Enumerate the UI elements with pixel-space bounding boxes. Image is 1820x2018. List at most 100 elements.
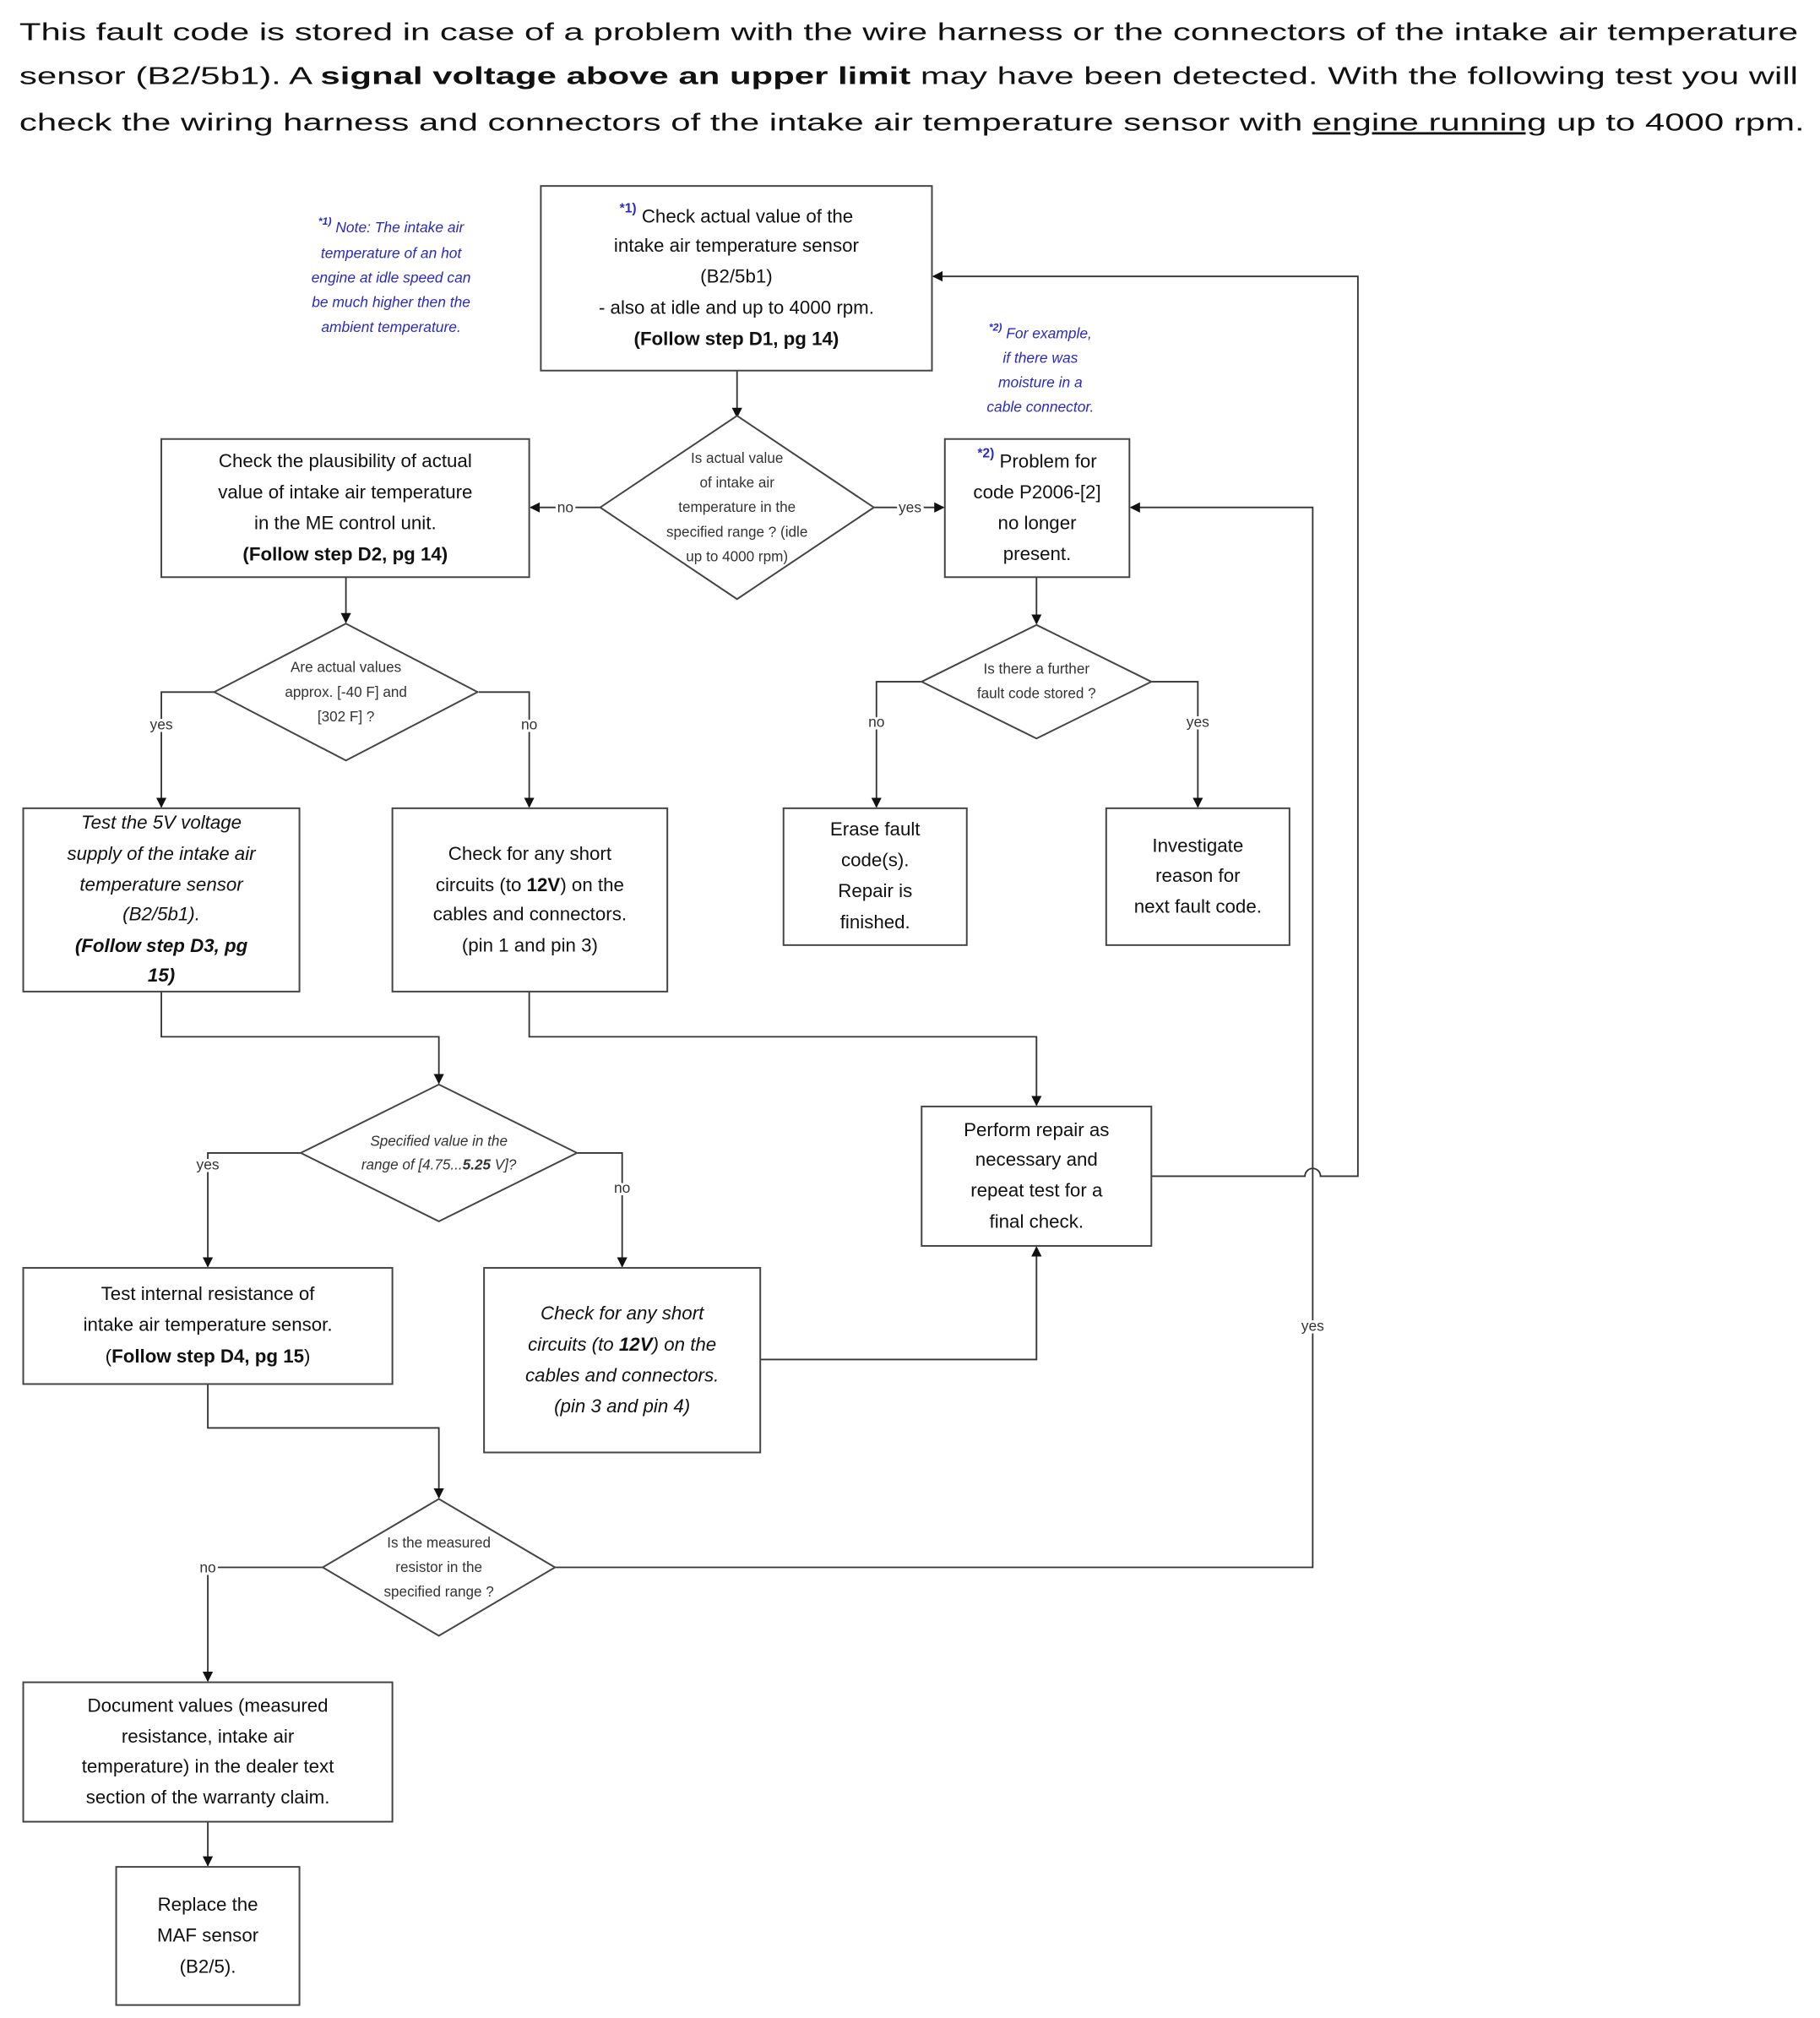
node-text-line: *1) Note: The intake air xyxy=(318,215,465,236)
text-segment: may have been detected. With the followi… xyxy=(910,63,1798,90)
text-segment: 15) xyxy=(148,964,175,985)
box-outline xyxy=(391,807,669,993)
box-outline xyxy=(1105,807,1290,946)
node-text-line: section of the warranty claim. xyxy=(86,1787,330,1808)
box-outline xyxy=(22,1681,394,1823)
node-text-line: approx. [-40 F] and xyxy=(285,684,407,700)
node-text-line: present. xyxy=(1003,543,1072,564)
node-text-line: final check. xyxy=(990,1210,1084,1232)
flowchart-nodes: *1) Check actual value of the intake air … xyxy=(22,185,1290,2006)
branch-label: no xyxy=(199,1559,215,1576)
text-segment: signal voltage above an upper limit xyxy=(320,63,911,90)
node-text-line: Repair is xyxy=(838,880,912,901)
diamond-outline xyxy=(212,623,480,762)
node-text-line: Replace the xyxy=(158,1894,258,1915)
text-segment: This fault code is stored in case of a p… xyxy=(19,19,1798,46)
diamond-outline xyxy=(321,1498,557,1637)
node-text-line: temperature in the xyxy=(678,499,796,515)
node-text-line: *1) Check actual value of the xyxy=(620,201,854,226)
connector-arrow xyxy=(577,1151,627,1268)
text-segment: ) xyxy=(304,1345,310,1366)
node-text-line: range of [4.75...5.25 V]? xyxy=(361,1156,517,1172)
text-segment: *1) xyxy=(318,215,332,227)
node-text-line: (Follow step D3, pg xyxy=(75,934,248,955)
node-text-line: Check for any short xyxy=(448,843,612,864)
text-segment: range of [4.75... xyxy=(361,1156,463,1172)
branch-label: yes xyxy=(149,715,172,732)
node-text-line: Is the measured xyxy=(387,1535,491,1551)
node-text-line: - also at idle and up to 4000 rpm. xyxy=(599,296,874,318)
voltage-range-decision: Specified value in the range of [4.75...5… xyxy=(298,1083,579,1223)
node-text-line: in the ME control unit. xyxy=(254,513,437,534)
intro-line: sensor (B2/5b1). A signal voltage above … xyxy=(19,63,1798,90)
branch-label: no xyxy=(614,1179,630,1196)
branch-label: yes xyxy=(1187,713,1209,730)
node-text-line: no longer xyxy=(998,513,1078,534)
intro-line: This fault code is stored in case of a p… xyxy=(19,19,1798,46)
node-text-line: if there was xyxy=(1002,349,1078,366)
node-text-line: fault code stored ? xyxy=(977,685,1096,701)
text-segment: Problem for xyxy=(994,450,1097,471)
text-segment: circuits (to xyxy=(436,874,527,895)
text-segment: *1) xyxy=(620,201,637,215)
text-segment: 12V xyxy=(527,874,561,895)
text-segment: sensor (B2/5b1). A xyxy=(19,63,320,90)
connector-arrow xyxy=(871,681,922,808)
connector-arrow xyxy=(207,1384,444,1499)
connector-arrow xyxy=(555,502,1314,1569)
node-text-line: (pin 1 and pin 3) xyxy=(462,934,598,955)
node-text-line: cable connector. xyxy=(986,399,1094,416)
node-text-line: temperature) in the dealer text xyxy=(82,1755,334,1776)
node-text-line: (Follow step D4, pg 15) xyxy=(106,1345,311,1366)
branch-label: no xyxy=(557,499,573,516)
text-segment: For example, xyxy=(1002,324,1091,341)
node-text-line: Test the 5V voltage xyxy=(81,812,242,833)
diamond-outline xyxy=(920,623,1154,740)
check-short-pin1-pin3-box: Check for any short circuits (to 12V) on … xyxy=(391,807,669,993)
node-text-line: Specified value in the xyxy=(370,1134,508,1150)
node-text-line: intake air temperature sensor. xyxy=(84,1314,333,1335)
node-text-line: finished. xyxy=(840,911,910,933)
node-text-line: cables and connectors. xyxy=(525,1364,719,1385)
node-text-line: (Follow step D1, pg 14) xyxy=(634,328,839,349)
text-segment: check the wiring harness and connectors … xyxy=(19,109,1312,136)
text-segment: Note: The intake air xyxy=(332,219,465,236)
branch-label: yes xyxy=(899,499,921,516)
text-segment: ) on the xyxy=(560,874,624,895)
node-text-line: Erase fault xyxy=(830,819,921,840)
box-outline xyxy=(160,438,530,579)
node-text-line: Investigate xyxy=(1152,835,1243,857)
node-text-line: circuits (to 12V) on the xyxy=(528,1334,716,1355)
text-segment: up to 4000 rpm. xyxy=(1546,109,1804,136)
box-outline xyxy=(921,1105,1153,1247)
node-text-line: necessary and xyxy=(975,1149,1098,1170)
text-segment: *2) xyxy=(989,321,1002,333)
node-text-line: engine at idle speed can xyxy=(312,269,471,286)
node-text-line: next fault code. xyxy=(1134,895,1262,917)
node-text-line: specified range ? (idle xyxy=(666,524,807,540)
text-segment: Follow step D4, pg 15 xyxy=(111,1345,304,1366)
note-2: *2) For example, if there was moisture in … xyxy=(986,321,1094,415)
diamond-outline xyxy=(298,1083,579,1223)
node-text-line: resistance, intake air xyxy=(122,1726,295,1747)
node-text-line: reason for xyxy=(1155,865,1241,886)
connector-arrow xyxy=(760,1246,1042,1361)
box-outline xyxy=(22,1266,394,1385)
box-outline xyxy=(22,807,301,993)
diamond-outline xyxy=(598,415,876,601)
connector-arrow xyxy=(1149,681,1203,808)
node-text-line: moisture in a xyxy=(998,373,1083,390)
text-segment: (Follow step D3, pg xyxy=(75,934,248,955)
connector-arrow xyxy=(155,691,215,808)
box-outline xyxy=(115,1866,301,2006)
